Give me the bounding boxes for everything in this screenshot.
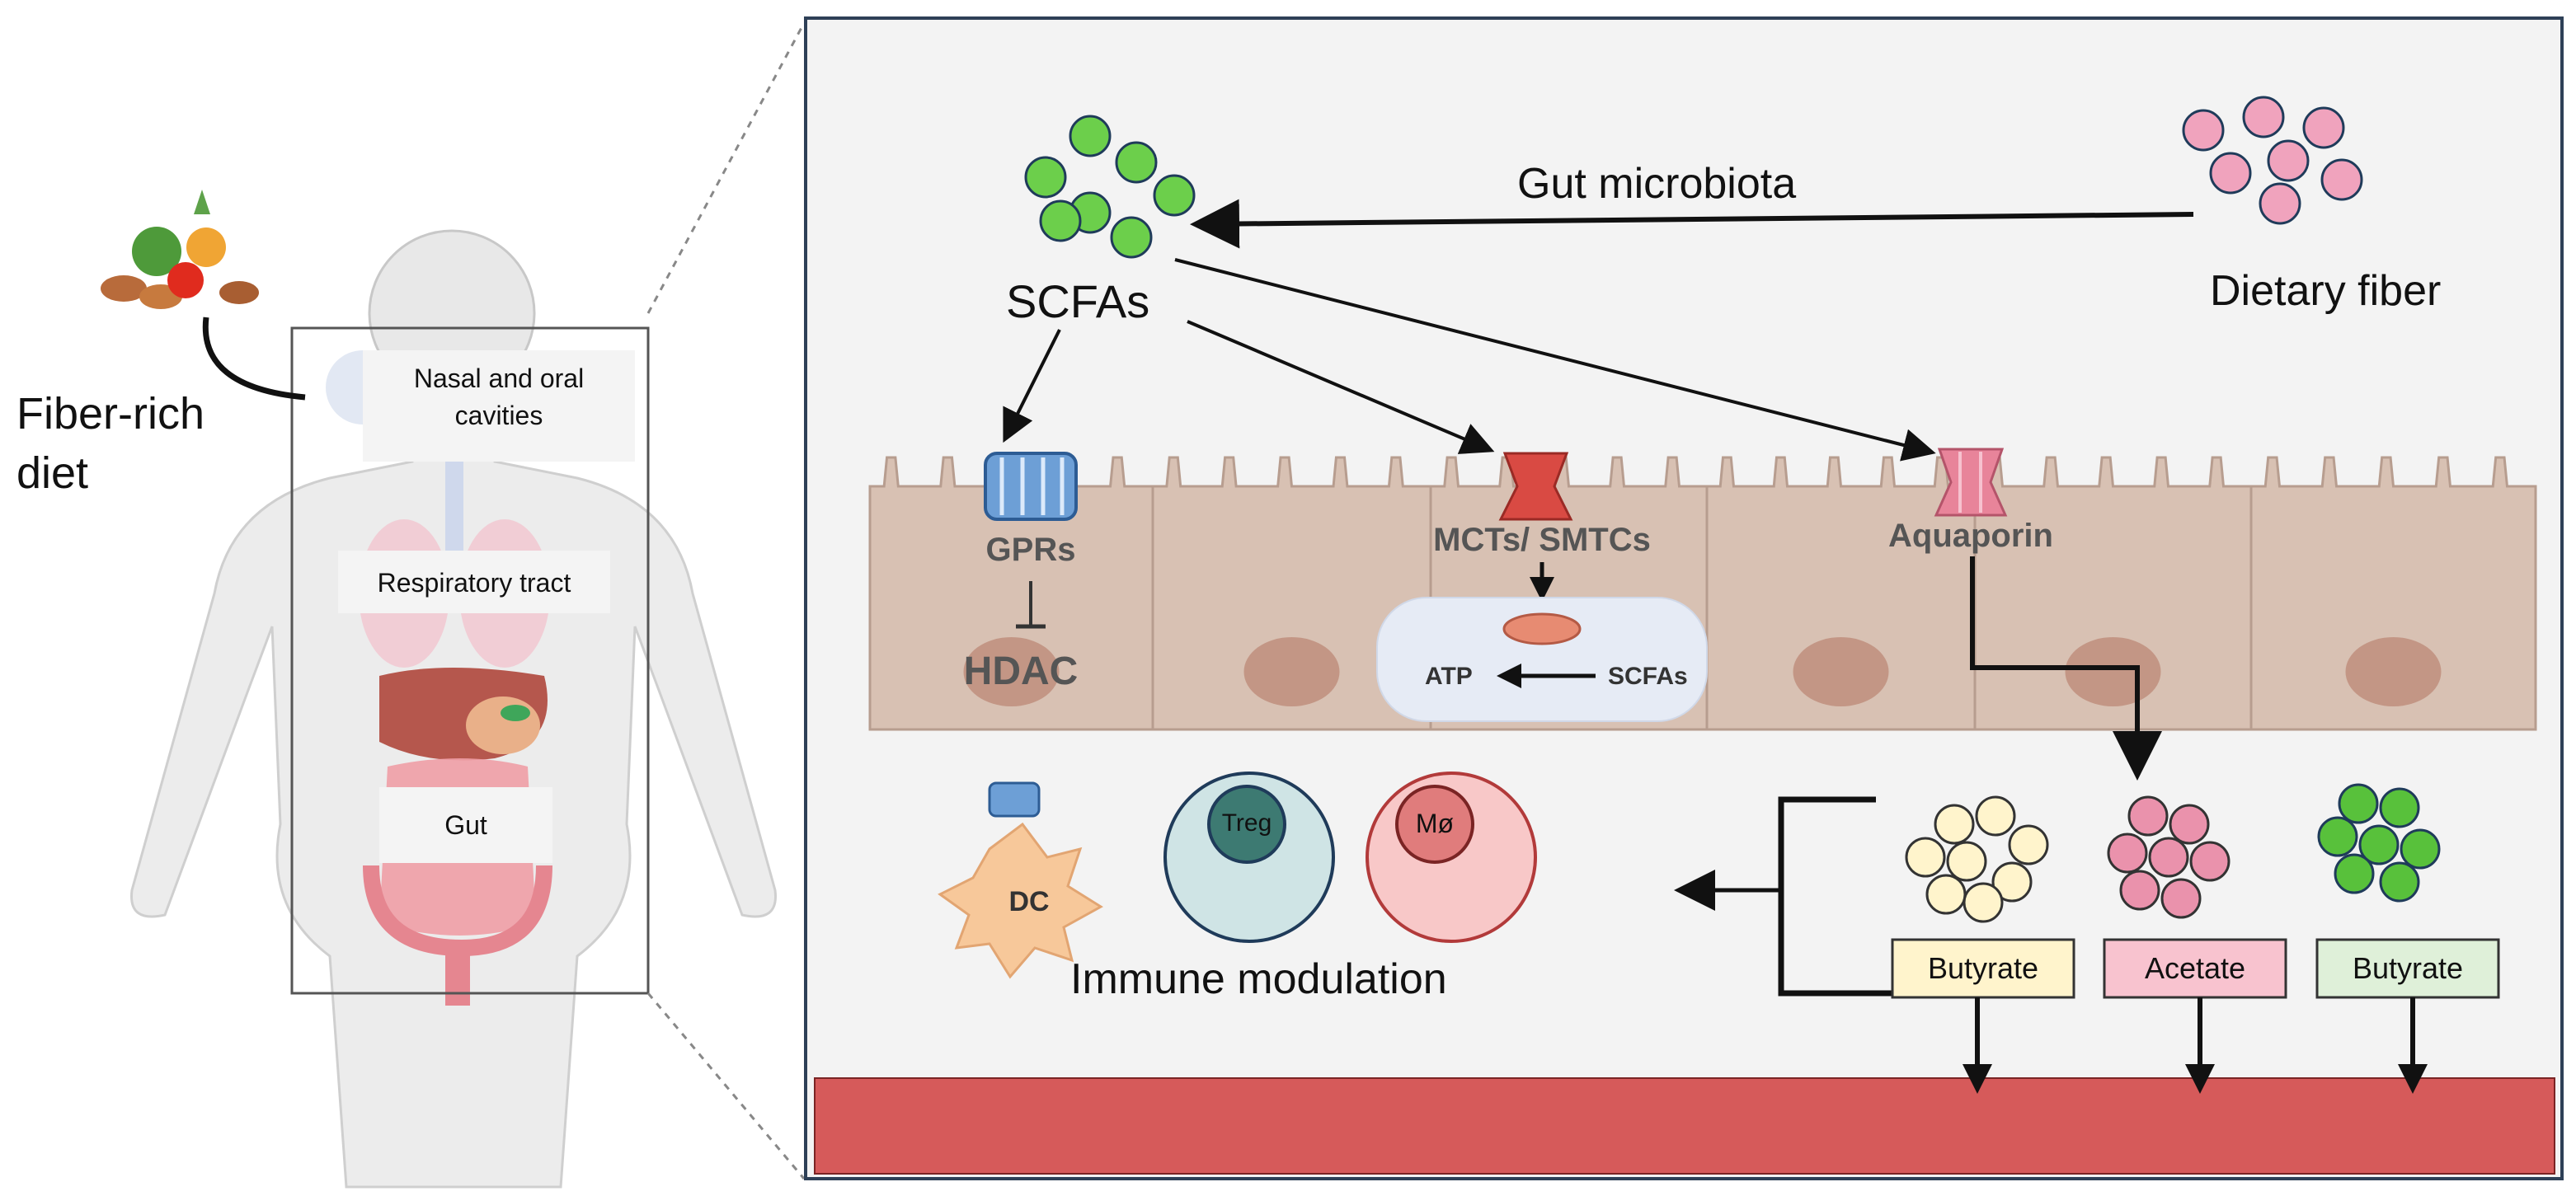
zoom-line-bottom xyxy=(646,992,806,1180)
butyrate-label-1: Butyrate xyxy=(1928,951,2038,985)
acetate-pink-cluster xyxy=(2107,795,2230,919)
gprs-label: GPRs xyxy=(986,532,1076,568)
respiratory-label: Respiratory tract xyxy=(378,568,571,598)
epithelial-cell xyxy=(2249,456,2537,731)
body-focus-frame xyxy=(290,326,650,995)
scfa-to-aquaporin-arrow xyxy=(1174,258,1936,462)
gut-label: Gut xyxy=(444,810,487,840)
diet-label-line2: diet xyxy=(16,448,88,498)
microbiota-arrow xyxy=(1190,199,2194,249)
atp-label: ATP xyxy=(1425,663,1473,690)
scfa-bracket xyxy=(1778,796,1892,997)
cell-nucleus xyxy=(2065,637,2161,706)
cell-nucleus xyxy=(1793,637,1889,706)
nasal-label-line2: cavities xyxy=(455,401,543,430)
immune-modulation-label: Immune modulation xyxy=(1070,955,1447,1003)
aquaporin-label: Aquaporin xyxy=(1888,518,2053,554)
gut-microbiota-label: Gut microbiota xyxy=(1517,160,1796,208)
nasal-label-box xyxy=(363,350,635,462)
butyrate-label-2: Butyrate xyxy=(2353,951,2463,985)
lumen-band xyxy=(814,1077,2555,1175)
cell-nucleus xyxy=(2345,637,2442,706)
scfa-to-mct-arrow xyxy=(1187,320,1495,454)
macrophage-label: Mø xyxy=(1416,809,1454,838)
mct-transporter-icon xyxy=(1498,452,1573,521)
gut-label-box xyxy=(379,787,552,863)
cell-nucleus xyxy=(1243,637,1340,706)
zoom-line-top xyxy=(646,22,806,314)
scfa-to-gpr-arrow xyxy=(1003,329,1061,443)
scfa-cluster xyxy=(1024,115,1196,259)
diet-label-line1: Fiber-rich xyxy=(16,389,204,439)
dendritic-cell-icon xyxy=(938,781,1103,979)
mcts-label: MCTs/ SMTCs xyxy=(1433,522,1651,558)
dietary-fiber-cluster xyxy=(2182,96,2363,225)
dc-label: DC xyxy=(1008,886,1049,917)
fiber-food-icon xyxy=(101,190,259,309)
mitochondria-icon xyxy=(1502,612,1582,645)
acetate-label: Acetate xyxy=(2145,951,2245,985)
dietary-fiber-label: Dietary fiber xyxy=(2210,267,2441,315)
mitochondria-bubble xyxy=(1376,597,1708,722)
respiratory-label-box xyxy=(338,551,610,613)
nasal-label-line1: Nasal and oral xyxy=(414,363,584,393)
scfas-label: SCFAs xyxy=(1006,275,1149,327)
cell-nucleus xyxy=(963,637,1060,706)
epithelial-cell xyxy=(1151,456,1432,731)
aquaporin-elbow-arrow xyxy=(1970,556,2162,781)
butyrate-yellow-cluster xyxy=(1905,795,2049,923)
butyrate-box-1 xyxy=(1891,938,2075,999)
acetate-box xyxy=(2103,938,2287,999)
treg-cell-nucleus xyxy=(1207,785,1286,864)
treg-label: Treg xyxy=(1222,809,1272,837)
butyrate-green-cluster xyxy=(2317,783,2441,903)
mito-scfas-label: SCFAs xyxy=(1608,663,1688,690)
aquaporin-icon xyxy=(1934,448,2008,517)
macrophage-cell-nucleus xyxy=(1395,785,1474,864)
gpr-receptor-icon xyxy=(984,452,1078,521)
hdac-label: HDAC xyxy=(964,650,1079,693)
diet-connector-curve xyxy=(202,317,306,401)
butyrate-box-2 xyxy=(2315,938,2500,999)
